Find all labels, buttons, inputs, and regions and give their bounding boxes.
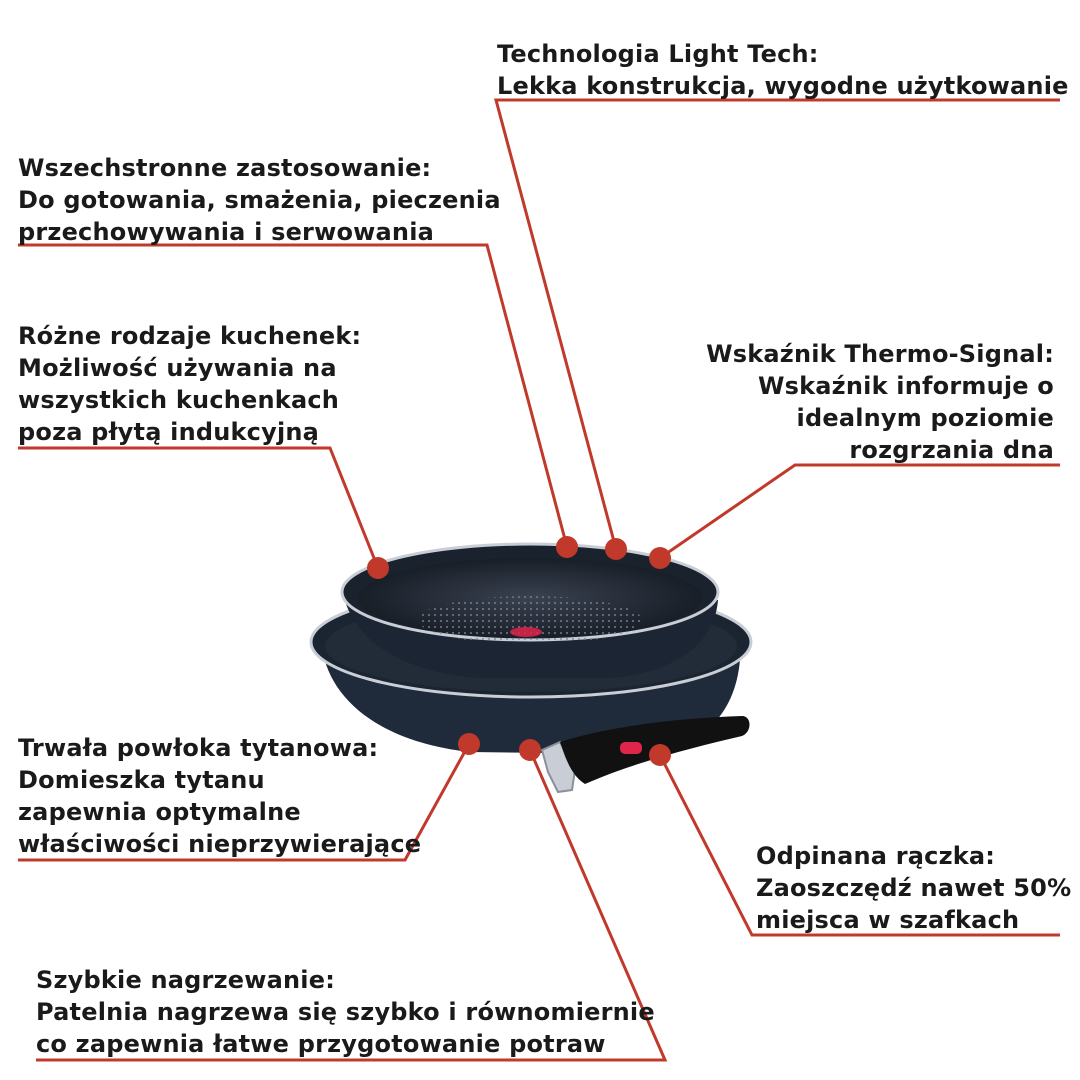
callout-versatile-line-2: przechowywania i serwowania (18, 218, 435, 246)
leader-titanium (18, 743, 471, 862)
callout-versatile-line-1: Do gotowania, smażenia, pieczenia (18, 186, 501, 214)
callout-fast-heat-line-1: Patelnia nagrzewa się szybko i równomier… (36, 998, 655, 1026)
callout-handle-line-2: miejsca w szafkach (756, 906, 1020, 934)
leader-cooktops (18, 446, 380, 569)
marker-fast-heat (519, 739, 541, 761)
callout-versatile-title: Wszechstronne zastosowanie: (18, 154, 432, 182)
leader-handle (658, 754, 1060, 937)
marker-versatile (556, 536, 578, 558)
thermo-spot-pattern (418, 596, 642, 644)
callout-thermo-signal-line-1: Wskaźnik informuje o (757, 372, 1054, 400)
callout-versatile: Wszechstronne zastosowanie: Do gotowania… (18, 152, 501, 248)
callout-cooktops: Różne rodzaje kuchenek: Możliwość używan… (18, 320, 361, 448)
callout-thermo-signal-line-3: rozgrzania dna (849, 436, 1054, 464)
marker-light-tech (605, 538, 627, 560)
leader-lines (18, 98, 1060, 1062)
callout-handle: Odpinana rączka: Zaoszczędź nawet 50% mi… (756, 840, 1071, 936)
callout-thermo-signal-line-2: idealnym poziomie (796, 404, 1054, 432)
callout-fast-heat-line-2: co zapewnia łatwe przygotowanie potraw (36, 1030, 606, 1058)
callout-thermo-signal: Wskaźnik Thermo-Signal: Wskaźnik informu… (706, 338, 1054, 466)
marker-handle (649, 744, 671, 766)
callout-fast-heat: Szybkie nagrzewanie: Patelnia nagrzewa s… (36, 964, 655, 1060)
marker-titanium (458, 733, 480, 755)
callout-light-tech-title: Technologia Light Tech: (497, 40, 819, 68)
small-pan (340, 542, 720, 678)
callout-cooktops-line-1: Możliwość używania na (18, 354, 337, 382)
leader-light-tech (494, 98, 1060, 550)
callout-cooktops-title: Różne rodzaje kuchenek: (18, 322, 362, 350)
callout-fast-heat-title: Szybkie nagrzewanie: (36, 966, 335, 994)
leader-fast-heat (36, 749, 668, 1062)
callout-cooktops-line-2: wszystkich kuchenkach (18, 386, 340, 414)
callout-cooktops-line-3: poza płytą indukcyjną (18, 418, 320, 446)
marker-cooktops (367, 557, 389, 579)
callout-handle-line-1: Zaoszczędź nawet 50% (756, 874, 1072, 902)
handle-release-button (620, 742, 642, 754)
callout-thermo-signal-title: Wskaźnik Thermo-Signal: (706, 340, 1054, 368)
callout-light-tech: Technologia Light Tech: Lekka konstrukcj… (497, 38, 1069, 102)
callout-handle-title: Odpinana rączka: (756, 842, 996, 870)
leader-versatile (18, 243, 569, 548)
marker-thermo-signal (649, 547, 671, 569)
thermo-signal-dot (510, 627, 542, 637)
callout-titanium-line-2: zapewnia optymalne (18, 798, 301, 826)
callout-light-tech-line-1: Lekka konstrukcja, wygodne użytkowanie (497, 72, 1069, 100)
callout-titanium-title: Trwała powłoka tytanowa: (18, 734, 379, 762)
callout-titanium-line-1: Domieszka tytanu (18, 766, 265, 794)
leader-thermo-signal (659, 463, 1060, 560)
marker-dots (367, 536, 671, 766)
callout-titanium: Trwała powłoka tytanowa: Domieszka tytan… (18, 732, 421, 860)
callout-titanium-line-3: właściwości nieprzywierające (18, 830, 422, 858)
